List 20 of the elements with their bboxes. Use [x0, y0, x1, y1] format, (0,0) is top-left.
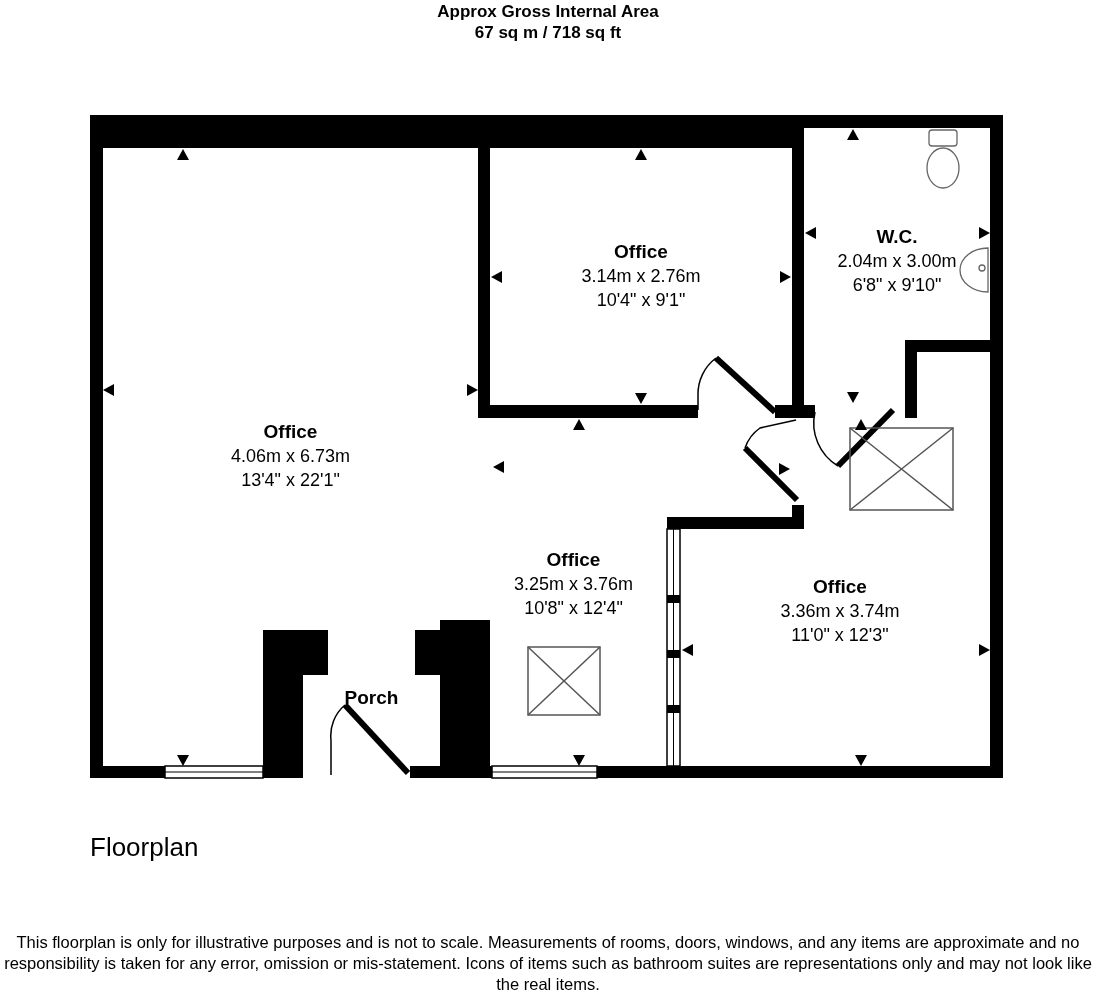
room-dimensions: 3.36m x 3.74m [780, 600, 900, 623]
room-name: W.C. [876, 225, 918, 249]
disclaimer-text: This floorplan is only for illustrative purposes and is not to scale. Measurements of rooms, doors, windows, and any items are approximate and no responsibility is taken for any error, omission or mis-statement. Icons of items such as bathroom suites are representations only and may not look like the real items. [3, 932, 1093, 995]
floorplan-label: Floorplan [90, 832, 199, 863]
room-dimensions: 4.06m x 6.73m [230, 445, 351, 468]
area-heading: Approx Gross Internal Area [436, 2, 660, 22]
area-figures: 67 sq m / 718 sq ft [473, 23, 623, 43]
room-dimensions: 6'8" x 9'10" [852, 274, 942, 297]
room-name: Office [263, 420, 318, 444]
room-name: Porch [344, 686, 399, 710]
room-name: Office [546, 548, 601, 572]
room-dimensions: 3.25m x 3.76m [513, 573, 634, 596]
room-name: Office [813, 575, 867, 599]
room-dimensions: 10'8" x 12'4" [524, 597, 623, 620]
room-dimensions: 13'4" x 22'1" [241, 469, 340, 492]
room-dimensions: 11'0" x 12'3" [791, 624, 889, 647]
room-dimensions: 10'4" x 9'1" [596, 289, 686, 312]
room-dimensions: 3.14m x 2.76m [581, 265, 701, 288]
room-dimensions: 2.04m x 3.00m [837, 250, 957, 273]
room-name: Office [614, 240, 668, 264]
